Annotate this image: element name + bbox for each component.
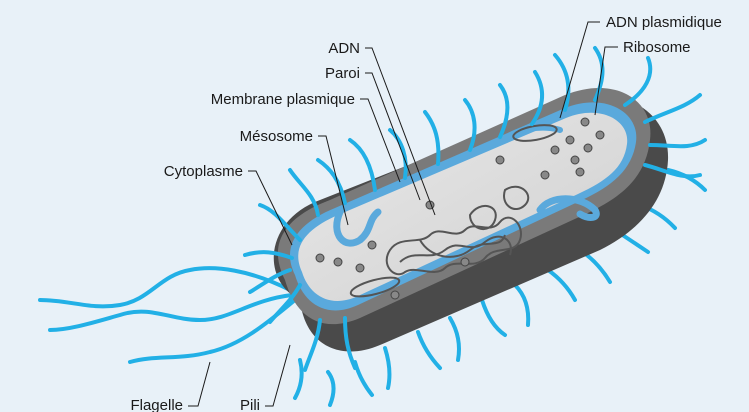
label-adn: ADN (328, 40, 360, 57)
label-membrane-plasmique: Membrane plasmique (211, 91, 355, 108)
label-ribosome: Ribosome (623, 39, 691, 56)
label-pili: Pili (240, 397, 260, 412)
label-adn-plasmidique: ADN plasmidique (606, 14, 722, 31)
flagellum (40, 268, 295, 362)
label-flagelle: Flagelle (130, 397, 183, 412)
label-cytoplasme: Cytoplasme (164, 163, 243, 180)
label-mesosome: Mésosome (240, 128, 313, 145)
label-paroi: Paroi (325, 65, 360, 82)
